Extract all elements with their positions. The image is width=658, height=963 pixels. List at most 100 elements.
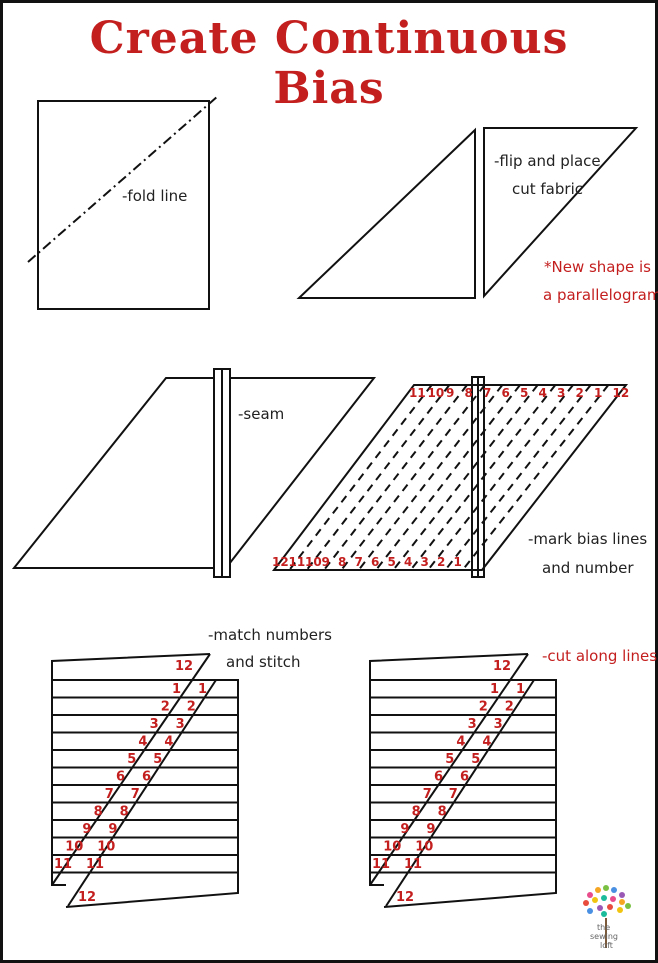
tube-number: 4 — [482, 735, 491, 750]
tube-number: 9 — [82, 822, 91, 837]
logo-dot — [619, 892, 625, 898]
tube-number: 2 — [161, 700, 170, 715]
tube-number: 6 — [142, 770, 151, 785]
top-number: 10 — [428, 386, 445, 400]
tube-number: 5 — [153, 752, 162, 767]
step-seam — [11, 368, 377, 578]
bias-line — [288, 384, 433, 571]
bottom-number: 6 — [371, 555, 379, 569]
tube-number: 8 — [412, 805, 421, 820]
tube-number: 10 — [65, 840, 83, 855]
tube-number: 8 — [94, 805, 103, 820]
top-number: 2 — [576, 386, 584, 400]
top-number: 6 — [502, 386, 510, 400]
logo-dot — [601, 911, 607, 917]
bias-line — [305, 384, 451, 571]
logo-dot — [583, 900, 589, 906]
top-number: 12 — [613, 386, 630, 400]
seamed-parallelogram — [11, 377, 377, 569]
tube-number: 7 — [105, 787, 114, 802]
tube-number: 12 — [78, 890, 96, 905]
tube-number: 12 — [175, 659, 193, 674]
bottom-number: 9 — [322, 555, 330, 569]
tube-number: 3 — [494, 717, 503, 732]
diagonal-edge-right — [67, 679, 217, 907]
tube-number: 9 — [400, 822, 409, 837]
logo-dot — [597, 905, 603, 911]
bottom-number: 7 — [355, 555, 363, 569]
logo-dot — [601, 895, 607, 901]
bottom-number: 8 — [338, 555, 346, 569]
bias-line — [461, 384, 610, 571]
logo-dot — [610, 896, 616, 902]
tube-number: 11 — [404, 857, 422, 872]
tube-number: 4 — [138, 735, 147, 750]
logo-dot — [587, 892, 593, 898]
logo-text-1: the — [597, 923, 610, 932]
mark-label-line-2: and number — [542, 559, 634, 577]
bottom-number: 4 — [404, 555, 412, 569]
logo-dot — [619, 899, 625, 905]
tube-number: 6 — [116, 770, 125, 785]
tube-number: 1 — [198, 682, 207, 697]
flip-label-line-2: cut fabric — [512, 180, 583, 198]
tube-number: 11 — [54, 857, 72, 872]
top-number: 11 — [409, 386, 426, 400]
tube-number: 2 — [187, 700, 196, 715]
bottom-number: 3 — [421, 555, 429, 569]
diagonal-edge-right — [385, 679, 535, 907]
tube-number: 3 — [176, 717, 185, 732]
tube-number: 10 — [415, 840, 433, 855]
sewing-loft-logo: the sewing loft — [583, 885, 631, 950]
step-flip-place — [296, 127, 639, 299]
fold-line-label: -fold line — [122, 187, 187, 205]
logo-dot — [603, 885, 609, 891]
tube-number: 11 — [372, 857, 390, 872]
tube-number: 1 — [172, 682, 181, 697]
tube-number: 12 — [396, 890, 414, 905]
logo-text-3: loft — [600, 941, 613, 950]
tube-number: 2 — [479, 700, 488, 715]
top-number: 3 — [557, 386, 565, 400]
tube-number: 7 — [423, 787, 432, 802]
tube-outline-left — [51, 653, 211, 886]
seam-label: -seam — [238, 405, 284, 423]
bottom-number: 12 — [272, 555, 289, 569]
mark-label-line-1: -mark bias lines — [528, 530, 647, 548]
step-fold-square — [27, 95, 219, 310]
tube-number: 8 — [438, 805, 447, 820]
tube-number: 10 — [97, 840, 115, 855]
tube-number: 1 — [516, 682, 525, 697]
diagonal-edge-left — [51, 653, 211, 886]
bottom-number: 2 — [437, 555, 445, 569]
tube-number: 4 — [456, 735, 465, 750]
tube-number: 1 — [490, 682, 499, 697]
bias-line — [444, 384, 592, 571]
step-mark-lines — [271, 376, 629, 578]
tube-number: 7 — [449, 787, 458, 802]
top-number: 7 — [483, 386, 491, 400]
fabric-square — [37, 100, 210, 310]
tube-number: 12 — [493, 659, 511, 674]
tube-number: 9 — [426, 822, 435, 837]
tube-number: 5 — [471, 752, 480, 767]
tube-number: 6 — [460, 770, 469, 785]
bias-line — [375, 384, 521, 571]
tube-number: 6 — [434, 770, 443, 785]
tube-number: 5 — [127, 752, 136, 767]
diagonal-edge-left — [369, 653, 529, 886]
logo-dot — [611, 887, 617, 893]
tube-number: 4 — [164, 735, 173, 750]
bias-line — [323, 384, 468, 571]
top-number: 5 — [520, 386, 528, 400]
tube-outline-left — [369, 653, 529, 886]
logo-text-2: sewing — [590, 932, 618, 941]
logo-dot — [625, 903, 631, 909]
fold-line — [27, 95, 219, 263]
cut-label: -cut along lines — [542, 647, 657, 665]
tube-number: 11 — [86, 857, 104, 872]
